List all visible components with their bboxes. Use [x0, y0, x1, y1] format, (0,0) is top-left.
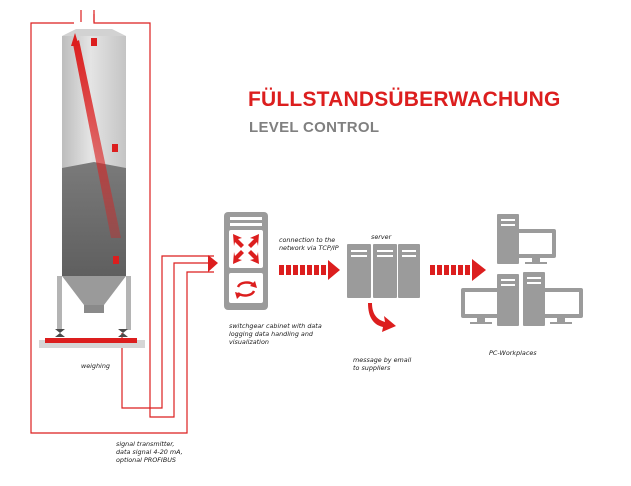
radar-sensor-icon	[71, 33, 79, 46]
level-probe-icon	[113, 256, 119, 264]
connection-label: connection to the network via TCP/IP	[279, 236, 339, 252]
pc-right	[523, 272, 583, 326]
top-wire	[93, 14, 214, 418]
silo-roof	[62, 29, 126, 36]
weighing-label: weighing	[81, 362, 110, 370]
weighing-wire	[121, 255, 214, 409]
pc-left	[461, 274, 519, 326]
silo-platform	[39, 340, 145, 348]
silo-hopper	[62, 276, 126, 305]
weighing-plate	[45, 338, 137, 343]
load-cell-left-icon	[55, 329, 65, 337]
silo	[39, 29, 145, 348]
top-sensor-icon	[91, 38, 97, 46]
outer-wire	[30, 22, 214, 434]
network-arrow-icon	[279, 260, 340, 280]
input-arrow-icon	[208, 255, 218, 272]
cabinet-label: switchgear cabinet with data logging dat…	[229, 322, 322, 346]
radar-beam	[73, 40, 121, 238]
silo-leg-right	[126, 276, 131, 330]
switchgear-cabinet	[224, 212, 268, 310]
silo-outlet	[84, 305, 104, 313]
server-label: server	[371, 233, 392, 241]
pc-top	[497, 214, 556, 264]
pc-workplaces	[461, 214, 583, 326]
workplaces-label: PC-Workplaces	[489, 349, 537, 357]
side-sensor-icon	[112, 144, 118, 152]
converge-arrows-icon	[233, 234, 259, 264]
page-title: FÜLLSTANDSÜBERWACHUNG	[248, 88, 561, 111]
server-rack	[347, 244, 420, 298]
email-label: message by email to suppliers	[353, 356, 412, 372]
silo-leg-left	[57, 276, 62, 330]
workplace-arrow-icon	[430, 259, 486, 281]
page-subtitle: LEVEL CONTROL	[249, 119, 380, 136]
load-cell-right-icon	[118, 329, 128, 337]
email-arrow-icon	[368, 303, 396, 332]
signal-transmitter-label: signal transmitter, data signal 4-20 mA,…	[116, 440, 183, 464]
